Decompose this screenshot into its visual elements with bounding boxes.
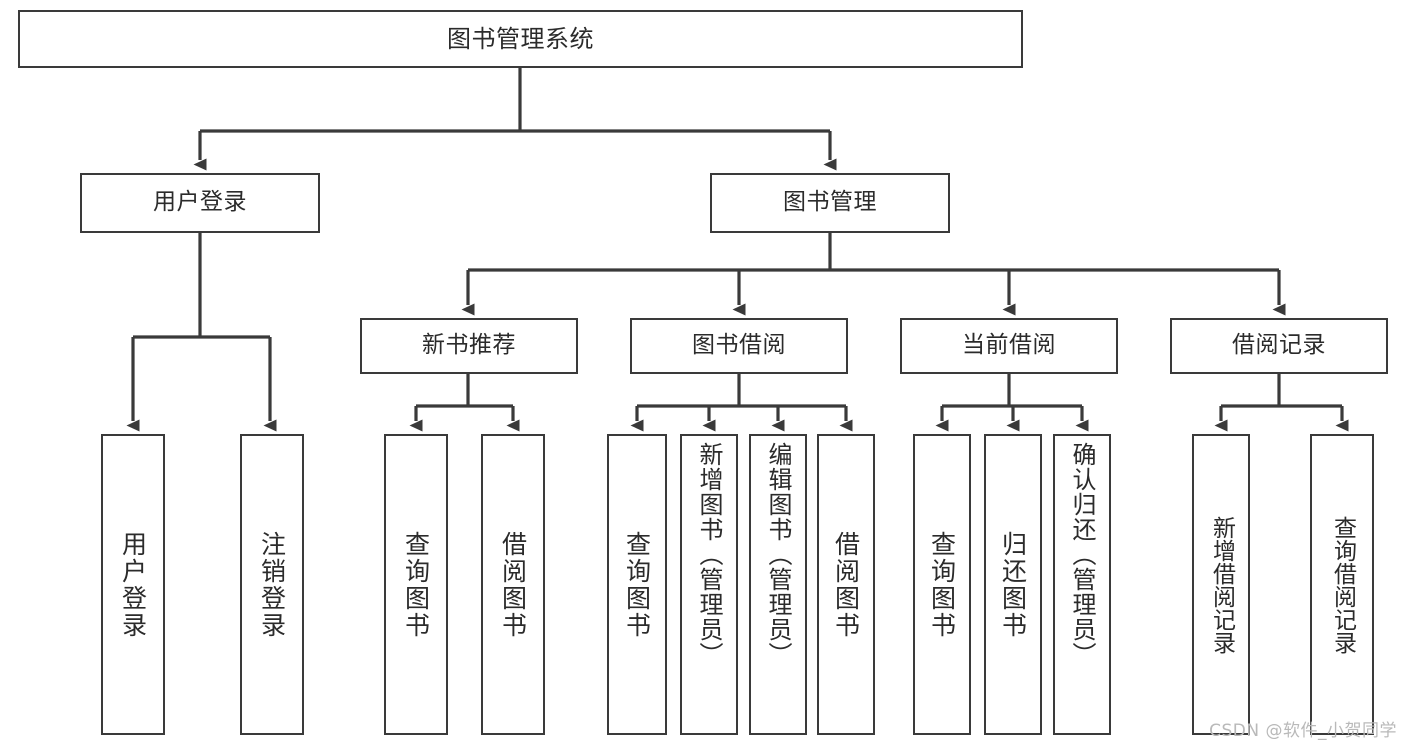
node-borrow-record[interactable]: 借阅记录 [1170, 318, 1388, 374]
node-label: 注销登录 [257, 530, 287, 639]
node-label: 用户登录 [153, 189, 247, 216]
leaf-query-borrow-record[interactable]: 查询借阅记录 [1310, 434, 1374, 735]
node-label: 编辑图书（管理员） [764, 442, 792, 667]
node-root-system[interactable]: 图书管理系统 [18, 10, 1023, 68]
node-label: 归还图书 [998, 530, 1028, 639]
leaf-query-book-current[interactable]: 查询图书 [913, 434, 971, 735]
leaf-query-book-borrow[interactable]: 查询图书 [607, 434, 667, 735]
leaf-add-book-admin[interactable]: 新增图书（管理员） [680, 434, 738, 735]
leaf-edit-book-admin[interactable]: 编辑图书（管理员） [749, 434, 807, 735]
node-label: 查询图书 [622, 530, 652, 639]
node-label: 新书推荐 [422, 332, 516, 359]
node-label: 图书管理 [783, 189, 877, 216]
leaf-return-book[interactable]: 归还图书 [984, 434, 1042, 735]
leaf-confirm-return-admin[interactable]: 确认归还（管理员） [1053, 434, 1111, 735]
node-label: 图书借阅 [692, 332, 786, 359]
node-label: 用户登录 [118, 530, 148, 639]
node-label: 查询图书 [401, 530, 431, 639]
leaf-user-logout[interactable]: 注销登录 [240, 434, 304, 735]
leaf-borrow-book-recommend[interactable]: 借阅图书 [481, 434, 545, 735]
leaf-add-borrow-record[interactable]: 新增借阅记录 [1192, 434, 1250, 735]
node-book-borrow[interactable]: 图书借阅 [630, 318, 848, 374]
node-label: 借阅图书 [498, 530, 528, 639]
node-label: 查询图书 [927, 530, 957, 639]
node-label: 图书管理系统 [447, 24, 594, 53]
node-label: 借阅记录 [1232, 332, 1326, 359]
node-label: 当前借阅 [962, 332, 1056, 359]
node-user-login[interactable]: 用户登录 [80, 173, 320, 233]
node-label: 新增借阅记录 [1208, 515, 1235, 654]
node-current-borrow[interactable]: 当前借阅 [900, 318, 1118, 374]
node-book-manage[interactable]: 图书管理 [710, 173, 950, 233]
node-label: 查询借阅记录 [1329, 515, 1356, 654]
node-label: 新增图书（管理员） [695, 442, 723, 667]
csdn-watermark: CSDN @软件_小贺同学 [1209, 721, 1397, 741]
node-new-book-recommend[interactable]: 新书推荐 [360, 318, 578, 374]
node-label: 确认归还（管理员） [1068, 442, 1096, 667]
leaf-user-login[interactable]: 用户登录 [101, 434, 165, 735]
node-label: 借阅图书 [831, 530, 861, 639]
leaf-borrow-book[interactable]: 借阅图书 [817, 434, 875, 735]
leaf-query-book-recommend[interactable]: 查询图书 [384, 434, 448, 735]
